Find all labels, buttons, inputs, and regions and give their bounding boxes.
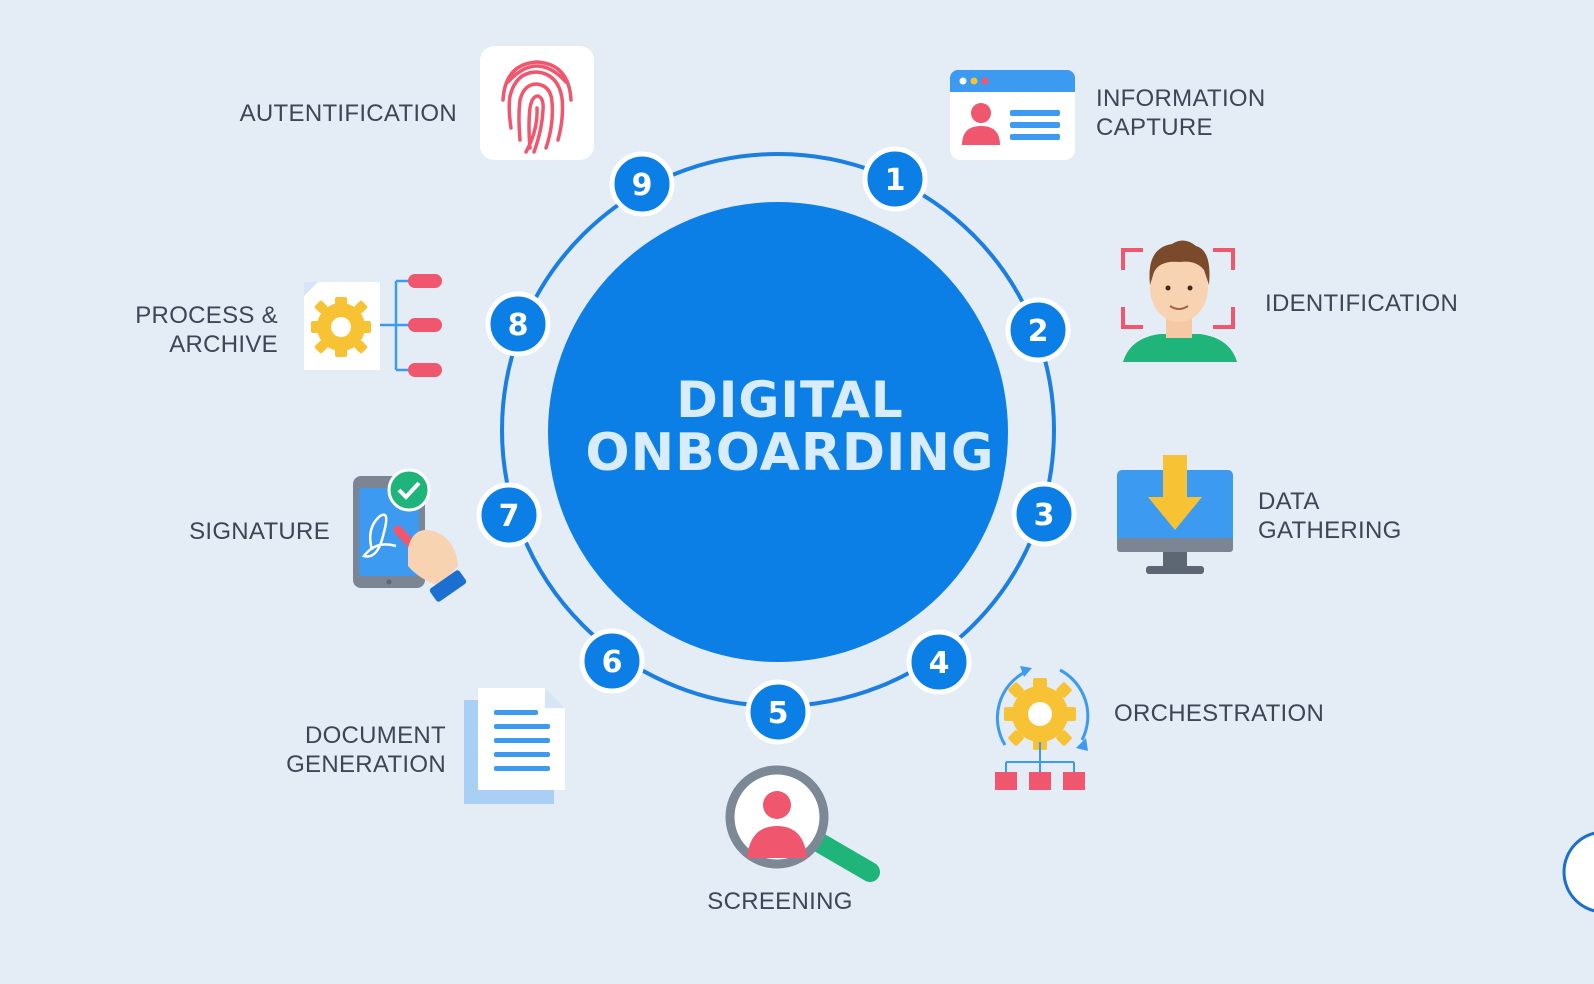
- hub-title-line1: DIGITAL: [676, 371, 904, 429]
- gear-file-icon: [304, 274, 442, 377]
- step-label-orchestration: ORCHESTRATION: [1114, 700, 1325, 727]
- step-badge-7: 7: [476, 482, 542, 548]
- step-badge-1: 1: [862, 146, 928, 212]
- tablet-signature-icon: [353, 468, 467, 602]
- step-badge-9: 9: [609, 151, 675, 217]
- step-number-1: 1: [885, 163, 906, 198]
- step-number-2: 2: [1028, 314, 1049, 349]
- step-label-information-capture: INFORMATION CAPTURE: [1096, 85, 1266, 141]
- gear-cycle-icon: [995, 666, 1090, 790]
- step-number-5: 5: [768, 696, 789, 731]
- step-badge-8: 8: [485, 291, 551, 357]
- step-number-3: 3: [1034, 498, 1055, 533]
- step-number-8: 8: [508, 308, 529, 343]
- document-icon: [464, 688, 565, 804]
- step-label-autentification: AUTENTIFICATION: [239, 100, 457, 127]
- step-label-document-generation: DOCUMENT GENERATION: [286, 722, 446, 778]
- fingerprint-icon: [480, 46, 594, 160]
- step-badge-6: 6: [579, 628, 645, 694]
- face-scan-icon: [1121, 240, 1237, 362]
- step-badge-4: 4: [906, 629, 972, 695]
- step-number-7: 7: [499, 499, 520, 534]
- step-label-identification: IDENTIFICATION: [1265, 290, 1459, 317]
- step-badge-2: 2: [1005, 297, 1071, 363]
- edge-badge-fragment: [1562, 831, 1594, 913]
- magnifier-person-icon: [725, 765, 880, 882]
- step-label-process-archive: PROCESS & ARCHIVE: [135, 302, 278, 358]
- step-badge-3: 3: [1011, 481, 1077, 547]
- id-card-icon: [950, 70, 1075, 160]
- step-label-data-gathering: DATA GATHERING: [1258, 488, 1402, 544]
- central-hub: [548, 202, 1008, 662]
- step-badge-5: 5: [745, 679, 811, 745]
- step-label-screening: SCREENING: [707, 888, 853, 915]
- monitor-download-icon: [1117, 455, 1233, 574]
- step-number-4: 4: [929, 646, 950, 681]
- step-number-9: 9: [632, 168, 653, 203]
- step-number-6: 6: [602, 645, 623, 680]
- hub-title-line2: ONBOARDING: [585, 423, 995, 483]
- step-label-signature: SIGNATURE: [189, 518, 330, 545]
